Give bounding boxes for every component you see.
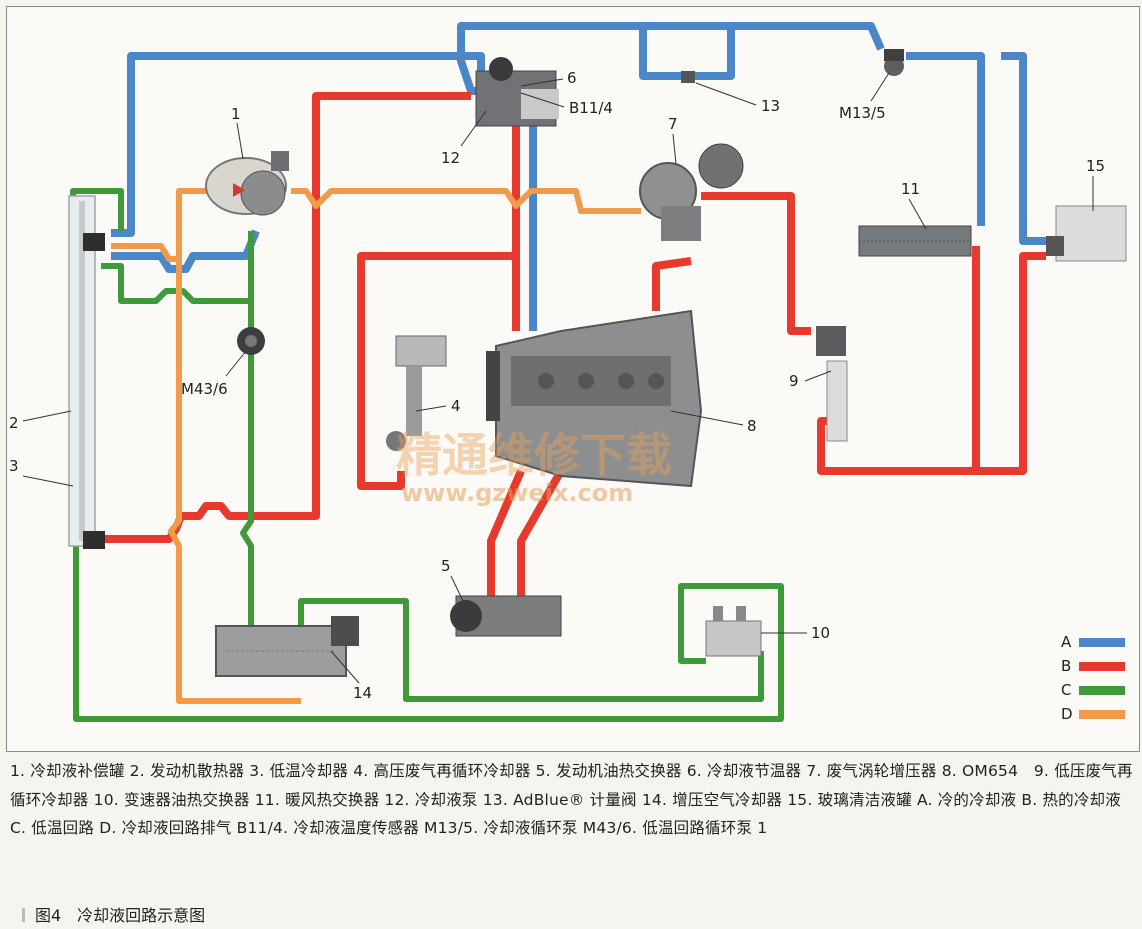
label-3: 3 — [9, 457, 19, 475]
label-4: 4 — [451, 397, 461, 415]
low-temp-circuit-pump — [237, 327, 265, 355]
pipes-low-temp-circuit — [70, 188, 784, 722]
coolant-circulation-pump — [884, 49, 904, 76]
label-14: 14 — [353, 684, 372, 702]
engine-radiator — [68, 195, 105, 549]
figure-caption: 1. 冷却液补偿罐 2. 发动机散热器 3. 低温冷却器 4. 高压废气再循环冷… — [10, 762, 1133, 837]
label-m13-5: M13/5 — [839, 104, 886, 122]
legend-key-c: C — [1061, 681, 1071, 699]
label-13: 13 — [761, 97, 780, 115]
label-m43-6: M43/6 — [181, 380, 228, 398]
watermark-text: 精通维修下载 — [396, 428, 672, 482]
legend-swatch-b — [1079, 662, 1125, 671]
transmission-oil-heat-exchanger — [705, 606, 762, 657]
legend-swatch-a — [1079, 638, 1125, 647]
label-2: 2 — [9, 414, 19, 432]
label-b11-4: B11/4 — [569, 99, 613, 117]
legend-key-d: D — [1061, 705, 1073, 723]
label-8: 8 — [747, 417, 757, 435]
watermark-url: www.gzweix.com — [401, 479, 633, 507]
legend: A B C D — [1061, 633, 1125, 723]
label-10: 10 — [811, 624, 830, 642]
legend-swatch-d — [1079, 710, 1125, 719]
label-5: 5 — [441, 557, 451, 575]
high-pressure-egr-cooler — [386, 335, 447, 451]
expansion-tank — [205, 151, 289, 216]
legend-key-b: B — [1061, 657, 1071, 675]
label-15: 15 — [1086, 157, 1105, 175]
coolant-circuit-diagram: 1 2 3 4 5 6 B11/4 7 8 9 10 11 12 13 14 1… — [9, 22, 1127, 723]
low-pressure-egr-cooler — [816, 326, 848, 442]
component-labels: 1 2 3 4 5 6 B11/4 7 8 9 10 11 12 13 14 1… — [9, 69, 1105, 702]
turbocharger — [639, 143, 744, 241]
label-11: 11 — [901, 180, 920, 198]
figure-title-row: 图4 冷却液回路示意图 — [22, 902, 205, 926]
washer-fluid-tank — [1046, 205, 1127, 262]
legend-swatch-c — [1079, 686, 1125, 695]
engine-om654 — [486, 309, 703, 488]
label-9: 9 — [789, 372, 799, 390]
figure-title: 图4 冷却液回路示意图 — [35, 906, 206, 925]
label-7: 7 — [668, 115, 678, 133]
engine-oil-heat-exchanger — [450, 595, 562, 637]
thermostat-and-pump — [475, 57, 559, 127]
label-6: 6 — [567, 69, 577, 87]
title-marker — [22, 908, 25, 922]
pipes-degassing — [111, 188, 641, 704]
adblue-dosing-valve — [681, 71, 695, 83]
label-1: 1 — [231, 105, 241, 123]
legend-key-a: A — [1061, 633, 1072, 651]
charge-air-cooler — [215, 616, 359, 677]
heater-core — [858, 225, 972, 257]
diagram-frame: 1 2 3 4 5 6 B11/4 7 8 9 10 11 12 13 14 1… — [6, 6, 1140, 752]
label-12: 12 — [441, 149, 460, 167]
